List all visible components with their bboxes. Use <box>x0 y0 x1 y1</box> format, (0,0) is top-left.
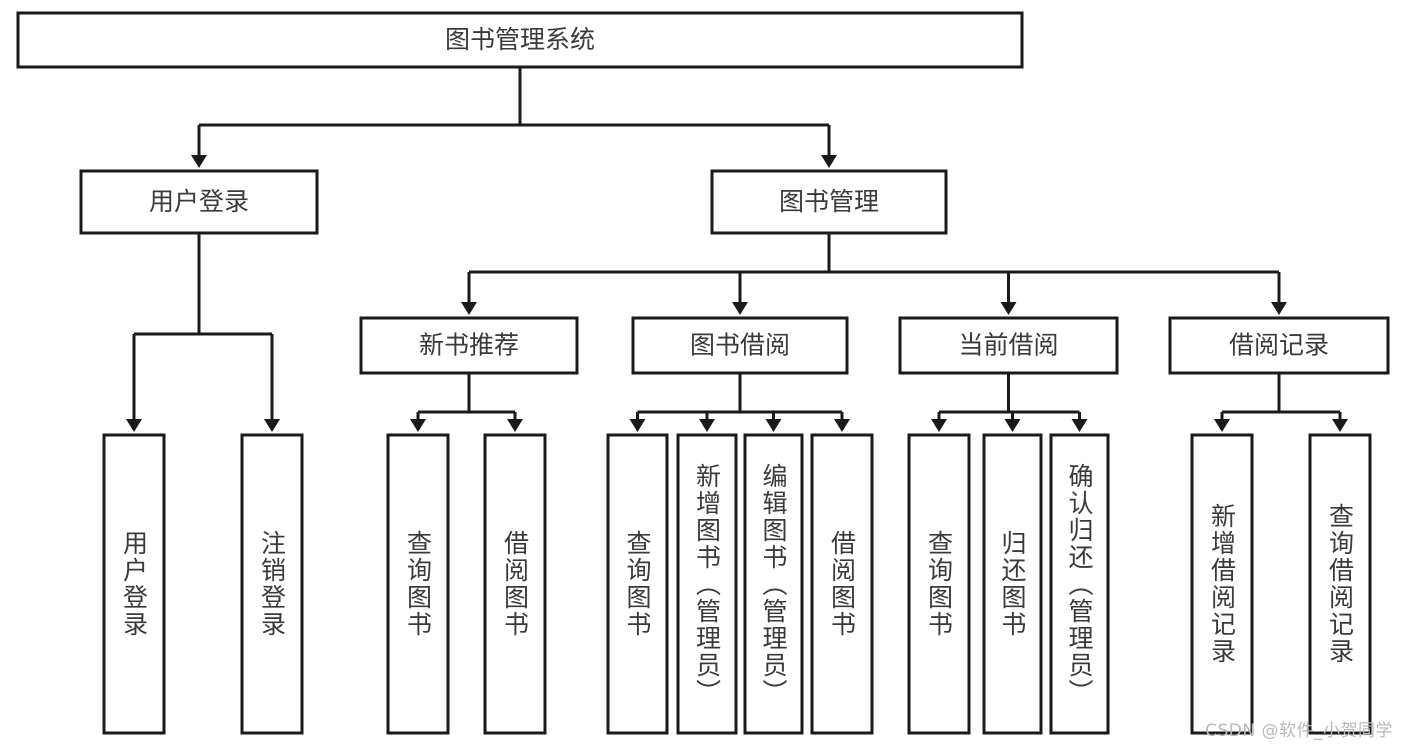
node-nbr-query-book[interactable] <box>386 433 450 735</box>
node-new-book-recommend[interactable] <box>359 316 579 375</box>
watermark: CSDN @软件_小贺同学 <box>1205 721 1393 741</box>
node-label-borrow-records: 借阅记录 <box>1229 331 1329 360</box>
node-user-login[interactable] <box>79 169 319 235</box>
box-layer <box>16 11 1390 735</box>
node-root-system[interactable] <box>16 11 1024 69</box>
node-br-add-record[interactable] <box>1190 433 1254 735</box>
node-cb-return-book[interactable] <box>982 433 1043 735</box>
connector-layer <box>126 67 1348 432</box>
node-label-new-book-recommend: 新书推荐 <box>419 331 519 360</box>
node-label-book-borrow: 图书借阅 <box>690 331 790 360</box>
node-bb-add-book[interactable] <box>676 433 738 735</box>
node-bb-borrow-book[interactable] <box>810 433 874 735</box>
node-br-query-record[interactable] <box>1308 433 1372 735</box>
node-cb-confirm-return[interactable] <box>1049 433 1110 735</box>
node-label-book-management: 图书管理 <box>779 187 879 216</box>
node-borrow-records[interactable] <box>1168 316 1390 375</box>
node-current-borrow[interactable] <box>898 316 1119 375</box>
node-bb-edit-book[interactable] <box>743 433 804 735</box>
node-user-login-do[interactable] <box>102 433 166 735</box>
node-bb-query-book[interactable] <box>606 433 669 735</box>
node-label-root: 图书管理系统 <box>445 25 595 54</box>
node-book-borrow[interactable] <box>631 316 849 375</box>
node-label-user-login: 用户登录 <box>149 187 249 216</box>
node-label-current-borrow: 当前借阅 <box>958 331 1058 360</box>
node-user-logout[interactable] <box>240 433 304 735</box>
node-book-management[interactable] <box>710 169 948 235</box>
node-nbr-borrow-book[interactable] <box>483 433 547 735</box>
node-cb-query-book[interactable] <box>907 433 971 735</box>
